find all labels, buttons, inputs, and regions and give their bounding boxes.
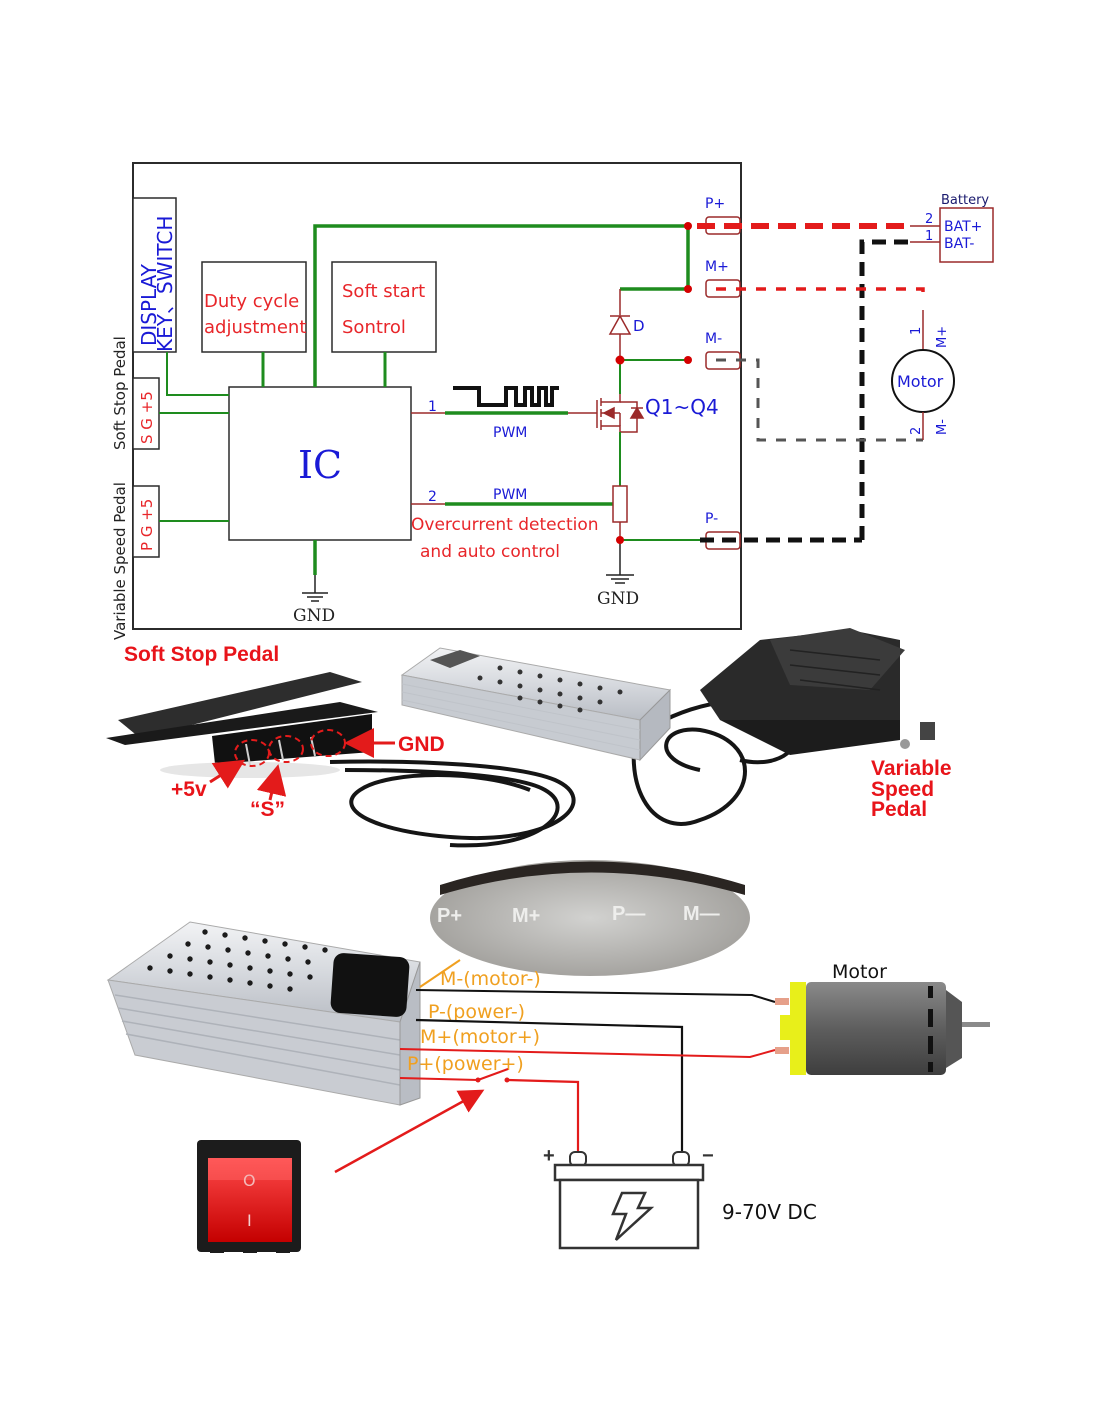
- battery-symbol: [939, 207, 994, 263]
- battery-voltage-label: 9-70V DC: [722, 1200, 817, 1224]
- switch-on-symbol: I: [247, 1211, 252, 1230]
- wire-label-p-minus: P-(power-): [428, 1001, 525, 1023]
- overcurrent-label-line2: and auto control: [420, 542, 560, 562]
- terminal-p-plus: P+: [705, 196, 741, 235]
- engraving-p-plus: P+: [437, 905, 462, 927]
- wire-label-m-plus: M+(motor+): [420, 1026, 540, 1048]
- ic-gnd-label: GND: [293, 606, 335, 626]
- wiring-section: P+ M+ P— M—: [106, 860, 990, 1253]
- overcurrent-label-line1: Overcurrent detection: [411, 515, 599, 535]
- svg-text:P-: P-: [705, 511, 718, 527]
- vent-holes: [147, 929, 328, 992]
- variable-speed-title-line1: Variable: [871, 757, 952, 780]
- ic-label: IC: [298, 443, 342, 487]
- svg-text:P+: P+: [705, 196, 725, 212]
- plus5v-pin-label: +5v: [171, 778, 207, 801]
- sontrol-label: Sontrol: [342, 317, 406, 338]
- power-gnd-label: GND: [597, 589, 639, 609]
- pwm1-label: PWM: [493, 425, 527, 441]
- battery-icon: [553, 1151, 705, 1250]
- inline-switch-lever: [477, 1068, 509, 1081]
- soft-stop-pedal-image: [106, 672, 395, 801]
- motor-image: [775, 982, 990, 1075]
- battery-plus-sign: +: [543, 1145, 555, 1167]
- diode-label: D: [633, 317, 645, 335]
- battery-pin-1: 1: [925, 229, 933, 244]
- terminal-p-minus: P-: [705, 511, 741, 550]
- motor-minus-wire: [716, 358, 923, 442]
- diode-symbol: [608, 289, 632, 360]
- rocker-switch-image: [197, 1140, 301, 1253]
- battery-minus-sign: −: [702, 1145, 714, 1167]
- switch-pointer-arrow: [334, 1089, 485, 1174]
- pwm1-pin: 1: [428, 399, 437, 415]
- engraving-m-plus: M+: [512, 905, 540, 927]
- motor-pin-2-label: M-: [935, 419, 950, 435]
- ic-ground-symbol: [302, 575, 328, 602]
- motor-pin-1: 1: [909, 327, 924, 335]
- battery-title: Battery: [941, 193, 989, 208]
- wire-power-plus: [399, 1077, 479, 1081]
- controller-image-top: [400, 647, 672, 762]
- power-ground-symbol: [606, 574, 634, 584]
- shunt-resistor: [612, 485, 628, 523]
- variable-speed-pedal-image: [700, 628, 935, 755]
- wire-label-m-minus: M-(motor-): [440, 968, 541, 990]
- variable-speed-pedal-side-label: Variable Speed Pedal: [111, 482, 129, 640]
- svg-text:M-: M-: [705, 331, 722, 347]
- mosfet-label: Q1~Q4: [645, 395, 719, 419]
- pedal-photo-section: Soft Stop Pedal GND +5v “S”: [106, 628, 952, 848]
- variable-speed-connector: [132, 485, 160, 558]
- display-key-switch-block: [132, 197, 177, 353]
- motor-pin-1-label: M+: [935, 326, 950, 348]
- motor-pin-2: 2: [909, 427, 924, 435]
- pwm2-label: PWM: [493, 487, 527, 503]
- variable-speed-title-line2: Speed: [871, 778, 934, 801]
- schematic: Soft Stop Pedal Variable Speed Pedal DIS…: [111, 162, 994, 640]
- adjustment-label: adjustment: [204, 317, 306, 338]
- battery-pin-2: 2: [925, 212, 933, 227]
- wire-label-p-plus: P+(power+): [407, 1053, 524, 1075]
- bat-plus-label: BAT+: [944, 219, 982, 235]
- motor-plus-wire: [716, 287, 925, 300]
- ic-traces: [159, 224, 690, 575]
- gnd-pin-label: GND: [398, 733, 445, 756]
- motor-title: Motor: [832, 961, 887, 983]
- wire-power-minus: [415, 1018, 684, 1160]
- svg-text:M+: M+: [705, 259, 729, 275]
- key-switch-label: KEY、SWITCH: [153, 216, 177, 352]
- duty-cycle-label: Duty cycle: [204, 291, 299, 312]
- engraving-m-minus: M—: [683, 903, 720, 925]
- wire-motor-plus: [399, 1048, 776, 1059]
- duty-cycle-block: [201, 261, 307, 353]
- bat-minus-label: BAT-: [944, 236, 974, 252]
- soft-start-label: Soft start: [342, 281, 425, 302]
- display-label: DISPLAY: [137, 263, 161, 346]
- pwm2-pin: 2: [428, 489, 437, 505]
- soft-start-block: [331, 261, 437, 353]
- variable-speed-title-line3: Pedal: [871, 798, 927, 821]
- engraving-p-minus: P—: [612, 903, 645, 925]
- terminal-m-plus: M+: [705, 259, 741, 298]
- terminal-m-minus: M-: [705, 331, 741, 370]
- soft-stop-connector-pins: S G +5: [138, 391, 156, 444]
- soft-stop-pedal-side-label: Soft Stop Pedal: [111, 336, 129, 450]
- switch-off-symbol: O: [243, 1171, 256, 1190]
- ic-block: [228, 386, 412, 541]
- controller-image-bottom: [106, 921, 421, 1106]
- terminal-plate-closeup: P+ M+ P— M—: [430, 860, 750, 976]
- lightning-bolt-icon: [611, 1191, 655, 1241]
- soft-stop-pedal-title: Soft Stop Pedal: [124, 643, 279, 666]
- wire-motor-minus: [415, 989, 776, 1003]
- junction-nodes: [615, 222, 692, 544]
- signal-pin-label: “S”: [250, 798, 285, 821]
- motor-label: Motor: [897, 372, 944, 391]
- variable-speed-connector-pins: P G +5: [138, 499, 156, 551]
- pwm-waveform-icon: [453, 386, 559, 407]
- vent-holes: [477, 665, 623, 713]
- mosfet-symbol: [596, 394, 645, 433]
